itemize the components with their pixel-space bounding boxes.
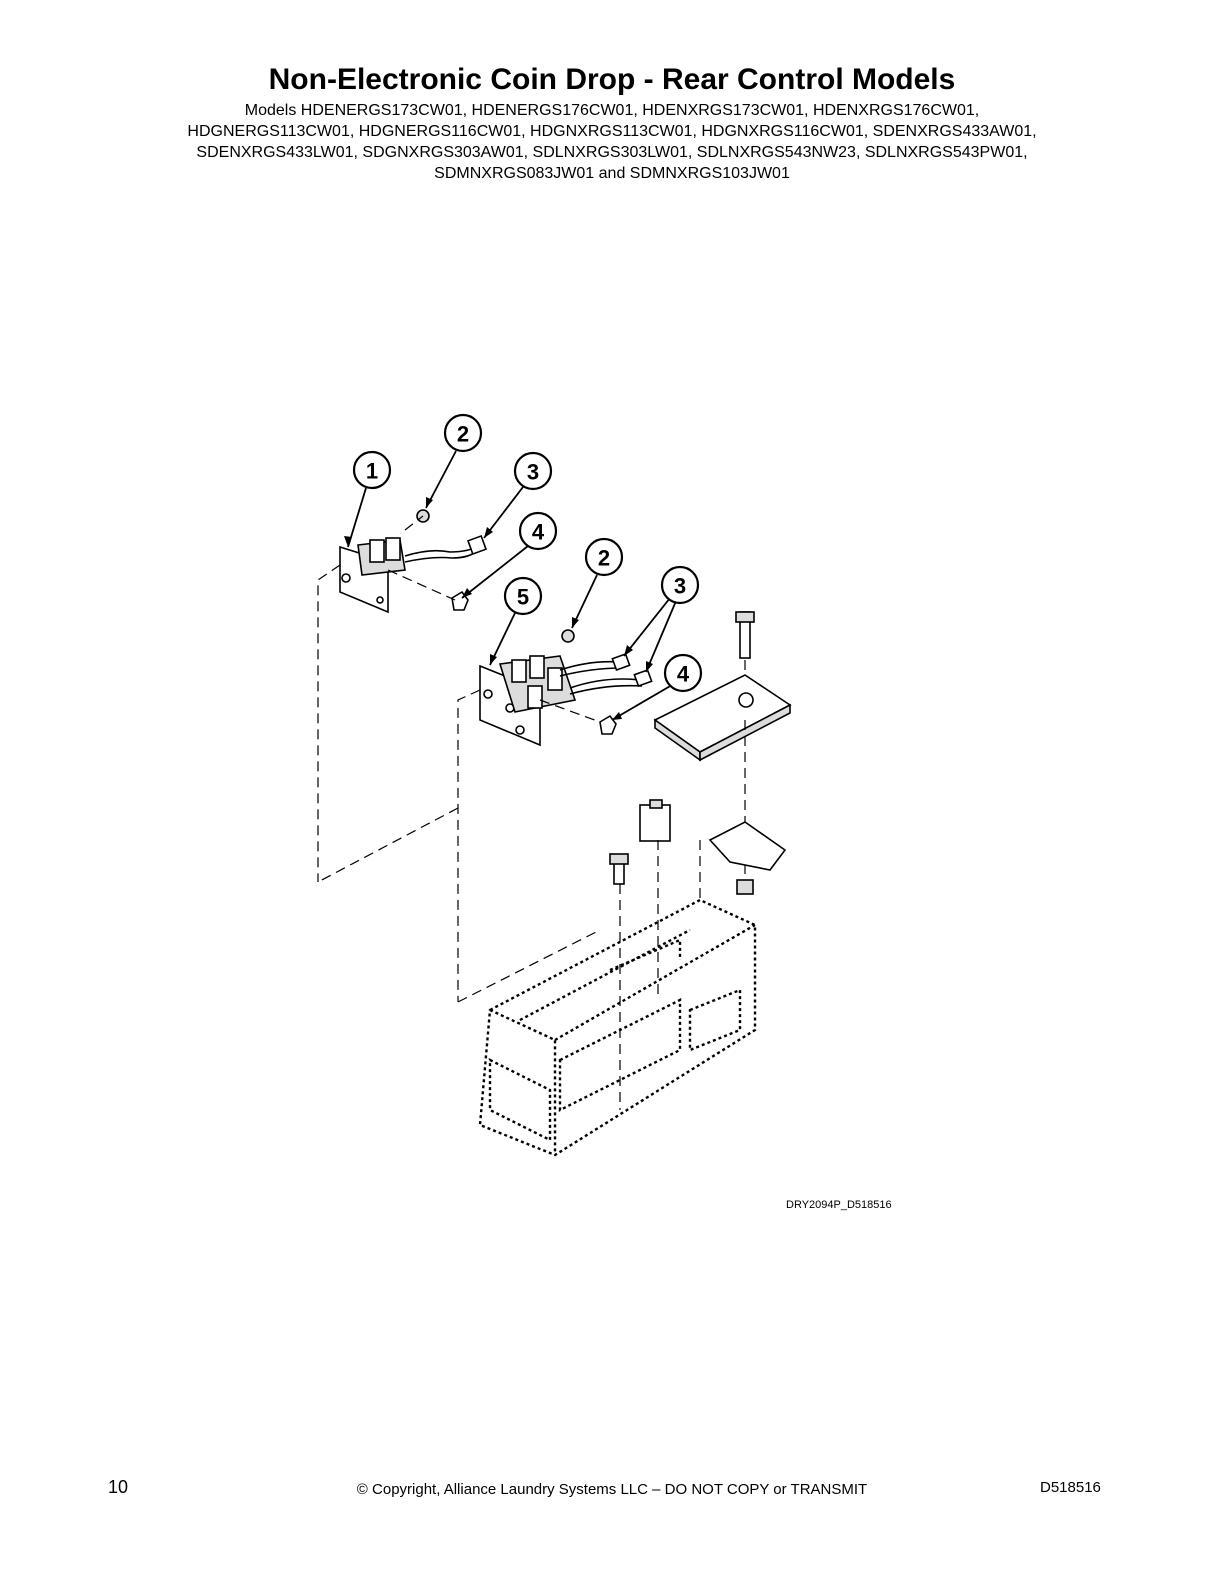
mounting-plate xyxy=(653,611,792,762)
callout-2-upper: 2 xyxy=(425,413,483,509)
callout-4-lower: 4 xyxy=(611,653,703,721)
callout-label-1: 1 xyxy=(366,459,378,484)
callout-4-upper: 4 xyxy=(461,511,558,599)
model-line-3: SDENXRGS433LW01, SDGNXRGS303AW01, SDLNXR… xyxy=(196,144,1028,161)
callout-3-lower: 3 xyxy=(623,565,700,673)
drawing-id: DRY2094P_D518516 xyxy=(786,1199,892,1211)
callout-label-4-upper: 4 xyxy=(532,520,545,545)
callout-2-lower: 2 xyxy=(571,537,624,629)
callout-label-3-lower: 3 xyxy=(674,574,686,599)
callout-label-5: 5 xyxy=(517,585,529,610)
callout-1: 1 xyxy=(344,450,392,548)
control-housing xyxy=(478,898,757,1157)
coin-drop-dual xyxy=(479,629,653,747)
model-line-2: HDGNERGS113CW01, HDGNERGS116CW01, HDGNXR… xyxy=(187,123,1037,140)
callout-5: 5 xyxy=(489,576,543,666)
page-number: 10 xyxy=(108,1477,129,1497)
callout-label-2-upper: 2 xyxy=(457,422,469,447)
callout-label-2-lower: 2 xyxy=(598,546,610,571)
page-title: Non-Electronic Coin Drop - Rear Control … xyxy=(268,63,956,96)
model-line-1: Models HDENERGS173CW01, HDENERGS176CW01,… xyxy=(244,102,980,119)
model-line-4: SDMNXRGS083JW01 and SDMNXRGS103JW01 xyxy=(434,165,790,182)
document-id: D518516 xyxy=(1040,1479,1101,1496)
model-list: Models HDENERGS173CW01, HDENERGS176CW01,… xyxy=(100,100,1124,184)
callout-label-4-lower: 4 xyxy=(677,662,690,687)
callout-3-upper: 3 xyxy=(483,451,553,539)
coin-drop-single xyxy=(339,509,487,614)
copyright-notice: © Copyright, Alliance Laundry Systems LL… xyxy=(356,1481,868,1498)
lock-bracket xyxy=(609,799,787,895)
callout-label-3-upper: 3 xyxy=(527,460,539,485)
